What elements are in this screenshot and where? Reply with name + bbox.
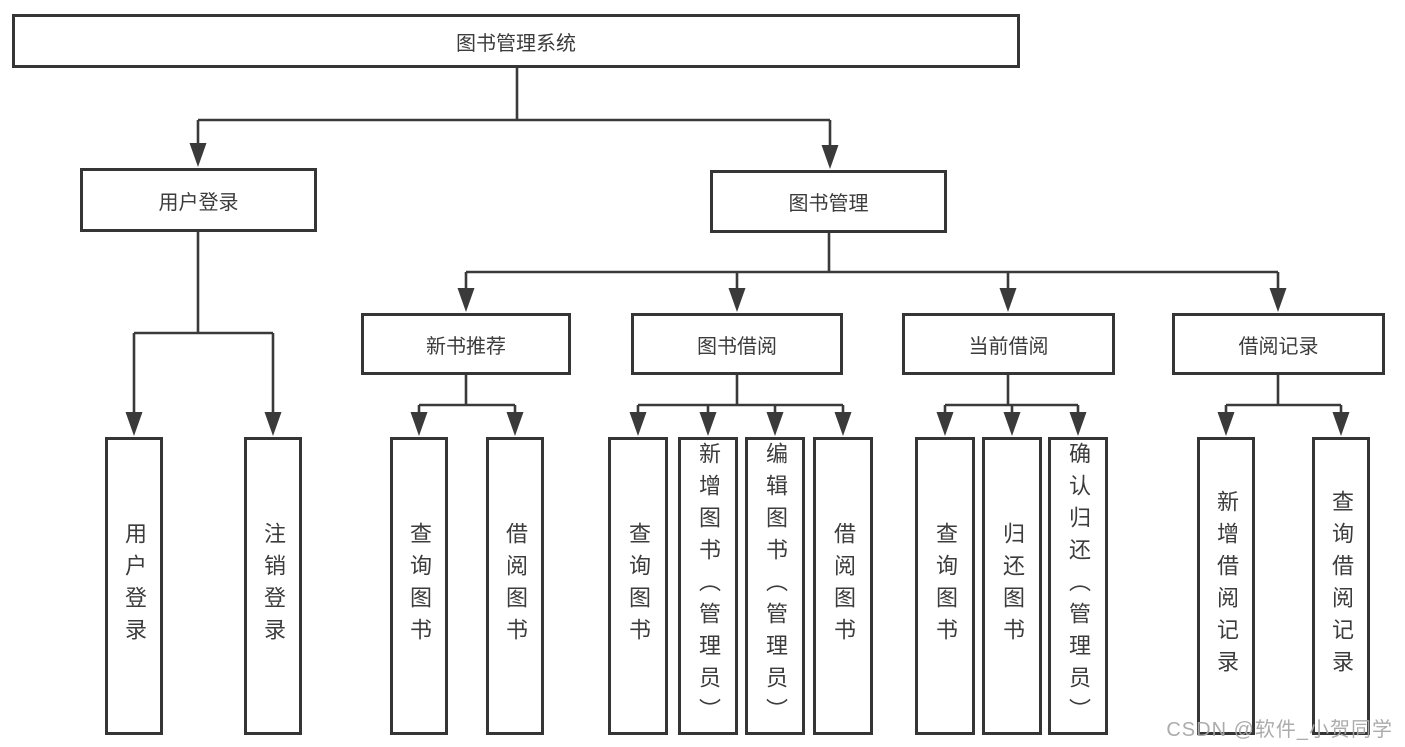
node-current-borrowing: 当前借阅 — [902, 313, 1115, 375]
node-borrowing-records: 借阅记录 — [1172, 313, 1385, 375]
node-leaf-user-login: 用户登录 — [105, 437, 163, 735]
node-rec-query-books: 查询图书 — [390, 437, 448, 735]
csdn-watermark: CSDN @软件_小贺同学 — [1166, 719, 1393, 741]
node-rec-borrow-books: 借阅图书 — [486, 437, 544, 735]
node-cb-confirm-return-admin: 确认归还（管理员） — [1048, 437, 1108, 735]
node-user-login: 用户登录 — [80, 168, 317, 232]
node-book-borrowing: 图书借阅 — [631, 313, 843, 375]
node-bb-edit-books-admin: 编辑图书（管理员） — [745, 437, 805, 735]
node-bb-borrow-books: 借阅图书 — [813, 437, 873, 735]
node-br-query-borrow-record: 查询借阅记录 — [1312, 437, 1370, 735]
node-book-management: 图书管理 — [710, 170, 947, 233]
node-leaf-logout: 注销登录 — [244, 437, 302, 735]
node-br-add-borrow-record: 新增借阅记录 — [1197, 437, 1255, 735]
node-cb-query-books: 查询图书 — [915, 437, 975, 735]
node-new-book-recommend: 新书推荐 — [361, 313, 571, 375]
node-bb-query-books: 查询图书 — [608, 437, 668, 735]
node-cb-return-books: 归还图书 — [982, 437, 1042, 735]
node-bb-add-books-admin: 新增图书（管理员） — [678, 437, 738, 735]
node-library-system: 图书管理系统 — [12, 14, 1020, 68]
